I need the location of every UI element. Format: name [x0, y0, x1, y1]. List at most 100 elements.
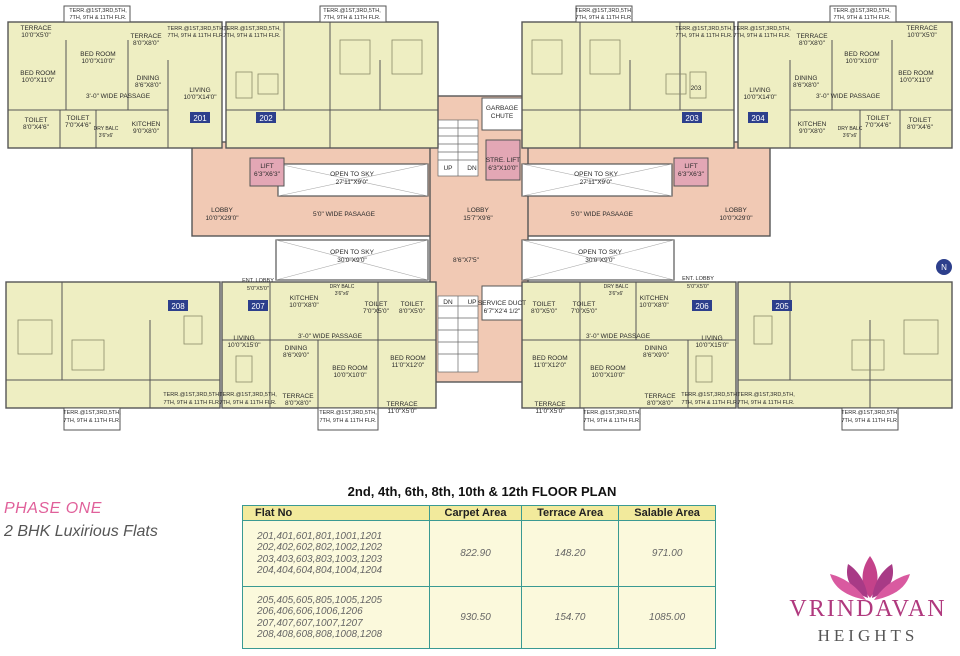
svg-text:UP: UP: [443, 165, 452, 172]
flat-number-206: 206: [695, 302, 709, 311]
svg-text:6'7"X2'4 1/2": 6'7"X2'4 1/2": [484, 308, 521, 315]
svg-text:KITCHEN: KITCHEN: [132, 121, 161, 128]
phase-label: PHASE ONE: [4, 500, 102, 517]
svg-text:8'0"X8'0": 8'0"X8'0": [647, 400, 674, 407]
svg-text:5'0" WIDE PASAAGE: 5'0" WIDE PASAAGE: [313, 211, 376, 218]
svg-text:27'11"X9'0": 27'11"X9'0": [336, 179, 369, 186]
svg-text:OPEN TO SKY: OPEN TO SKY: [330, 171, 374, 178]
svg-text:OPEN TO SKY: OPEN TO SKY: [578, 249, 622, 256]
svg-text:LIVING: LIVING: [233, 335, 254, 342]
svg-text:CHUTE: CHUTE: [491, 113, 514, 120]
svg-text:7TH, 9TH & 11TH FLR.: 7TH, 9TH & 11TH FLR.: [167, 33, 225, 39]
salable-area-value: 971.00: [618, 520, 716, 587]
flat-badge-207: [248, 300, 268, 311]
svg-text:TERR.@1ST,3RD,5TH,: TERR.@1ST,3RD,5TH,: [223, 26, 281, 32]
svg-text:8'6"X8'0": 8'6"X8'0": [135, 82, 162, 89]
svg-text:7TH, 9TH & 11TH FLR.: 7TH, 9TH & 11TH FLR.: [833, 15, 891, 21]
svg-text:BED ROOM: BED ROOM: [898, 70, 933, 77]
svg-text:10'0"X5'0": 10'0"X5'0": [21, 32, 51, 39]
svg-text:LOBBY: LOBBY: [467, 207, 489, 214]
svg-text:BED ROOM: BED ROOM: [590, 365, 625, 372]
lift-left: [249, 157, 285, 187]
svg-text:8'0"X4'6": 8'0"X4'6": [23, 124, 50, 131]
svg-text:7TH, 9TH & 11TH FLR.: 7TH, 9TH & 11TH FLR.: [163, 400, 221, 406]
lotus-logo-icon: [830, 556, 910, 600]
svg-text:3'-0" WIDE PASSAGE: 3'-0" WIDE PASSAGE: [86, 93, 151, 100]
header-flat-no: Flat No: [242, 505, 430, 521]
svg-text:6'3"X6'3": 6'3"X6'3": [254, 171, 281, 178]
svg-text:30'0"X9'0": 30'0"X9'0": [337, 257, 367, 264]
svg-text:7'0"X4'6": 7'0"X4'6": [865, 122, 892, 129]
svg-text:8'0"X8'0": 8'0"X8'0": [285, 400, 312, 407]
svg-text:SERVICE DUCT: SERVICE DUCT: [478, 300, 526, 307]
flat-list: 205,405,605,805,1005,1205 206,406,606,10…: [242, 586, 430, 649]
svg-text:TOILET: TOILET: [67, 115, 90, 122]
svg-text:TERRACE: TERRACE: [130, 33, 162, 40]
svg-text:7TH, 9TH & 11TH FLR.: 7TH, 9TH & 11TH FLR.: [737, 400, 795, 406]
svg-text:DRY BALC: DRY BALC: [330, 284, 355, 290]
svg-text:DRY BALC: DRY BALC: [838, 126, 863, 132]
svg-text:KITCHEN: KITCHEN: [290, 295, 319, 302]
svg-text:8'6"X9'0": 8'6"X9'0": [283, 352, 310, 359]
svg-text:TOILET: TOILET: [909, 117, 932, 124]
header-salable-area: Salable Area: [618, 505, 716, 521]
svg-text:7'0"X5'0": 7'0"X5'0": [363, 308, 390, 315]
svg-text:TERR.@1ST,3RD,5TH,: TERR.@1ST,3RD,5TH,: [733, 26, 791, 32]
flat-badge-201: [190, 112, 210, 123]
svg-text:TERRACE: TERRACE: [906, 25, 938, 32]
flat-badge-203: [682, 112, 702, 123]
floor-plan-title: 2nd, 4th, 6th, 8th, 10th & 12th FLOOR PL…: [347, 484, 617, 499]
svg-text:TERRACE: TERRACE: [644, 393, 676, 400]
header-carpet-area: Carpet Area: [429, 505, 522, 521]
salable-area-value: 1085.00: [618, 586, 716, 649]
svg-text:DINING: DINING: [285, 345, 308, 352]
svg-text:TERRACE: TERRACE: [796, 33, 828, 40]
svg-text:OPEN TO SKY: OPEN TO SKY: [574, 171, 618, 178]
svg-text:10'0"X29'0": 10'0"X29'0": [719, 215, 753, 222]
svg-text:11'0"X5'0": 11'0"X5'0": [387, 408, 417, 415]
svg-text:BED ROOM: BED ROOM: [844, 51, 879, 58]
svg-text:TERR.@1ST,3RD,5TH,: TERR.@1ST,3RD,5TH,: [319, 410, 377, 416]
svg-text:7TH, 9TH & 11TH FLR.: 7TH, 9TH & 11TH FLR.: [675, 33, 733, 39]
svg-text:TERR.@1ST,3RD,5TH,: TERR.@1ST,3RD,5TH,: [737, 392, 795, 398]
flat-type-label: 2 BHK Luxirious Flats: [4, 523, 158, 540]
svg-text:ENT. LOBBY: ENT. LOBBY: [682, 276, 714, 282]
staircase-bottom: [437, 295, 479, 373]
svg-text:7TH, 9TH & 11TH FLR.: 7TH, 9TH & 11TH FLR.: [733, 33, 791, 39]
svg-text:DINING: DINING: [645, 345, 668, 352]
svg-text:11'0"X12'0": 11'0"X12'0": [392, 362, 425, 369]
svg-text:203: 203: [691, 85, 702, 92]
stretcher-lift: [485, 139, 521, 181]
svg-text:TERR.@1ST,3RD,5TH,: TERR.@1ST,3RD,5TH,: [69, 8, 127, 14]
flat-badge-206: [692, 300, 712, 311]
flat-number-203: 203: [685, 114, 699, 123]
flat-badge-208: [168, 300, 188, 311]
svg-text:10'0"X10'0": 10'0"X10'0": [845, 58, 879, 65]
svg-text:LIVING: LIVING: [701, 335, 722, 342]
svg-text:TERR.@1ST,3RD,5TH,: TERR.@1ST,3RD,5TH,: [163, 392, 221, 398]
svg-text:BED ROOM: BED ROOM: [390, 355, 425, 362]
svg-text:DINING: DINING: [137, 75, 160, 82]
svg-text:7TH, 9TH & 11TH FLR.: 7TH, 9TH & 11TH FLR.: [575, 15, 633, 21]
flat-list: 201,401,601,801,1001,1201 202,402,602,80…: [242, 520, 430, 587]
open-to-sky-voids: [275, 163, 675, 281]
svg-text:7TH, 9TH & 11TH FLR.: 7TH, 9TH & 11TH FLR.: [223, 33, 281, 39]
svg-text:7TH, 9TH & 11TH FLR.: 7TH, 9TH & 11TH FLR.: [323, 15, 381, 21]
svg-text:8'0"X4'6": 8'0"X4'6": [907, 124, 934, 131]
svg-text:LOBBY: LOBBY: [211, 207, 233, 214]
carpet-area-value: 822.90: [429, 520, 522, 587]
svg-text:DN: DN: [443, 299, 453, 306]
svg-text:DN: DN: [467, 165, 477, 172]
svg-text:10'0"X29'0": 10'0"X29'0": [205, 215, 239, 222]
svg-text:TOILET: TOILET: [533, 301, 556, 308]
svg-text:STRE. LIFT: STRE. LIFT: [486, 157, 520, 164]
svg-text:ENT. LOBBY: ENT. LOBBY: [242, 278, 274, 284]
svg-text:DRY BALC: DRY BALC: [94, 126, 119, 132]
svg-text:7TH, 9TH & 11TH FLR.: 7TH, 9TH & 11TH FLR.: [69, 15, 127, 21]
staircase-top: [437, 119, 479, 177]
table-row: 205,405,605,805,1005,1205 206,406,606,10…: [242, 586, 716, 649]
svg-text:3'-0" WIDE PASSAGE: 3'-0" WIDE PASSAGE: [586, 333, 651, 340]
svg-text:DINING: DINING: [795, 75, 818, 82]
svg-text:BED ROOM: BED ROOM: [80, 51, 115, 58]
svg-text:7TH, 9TH & 11TH FLR.: 7TH, 9TH & 11TH FLR.: [583, 418, 641, 424]
